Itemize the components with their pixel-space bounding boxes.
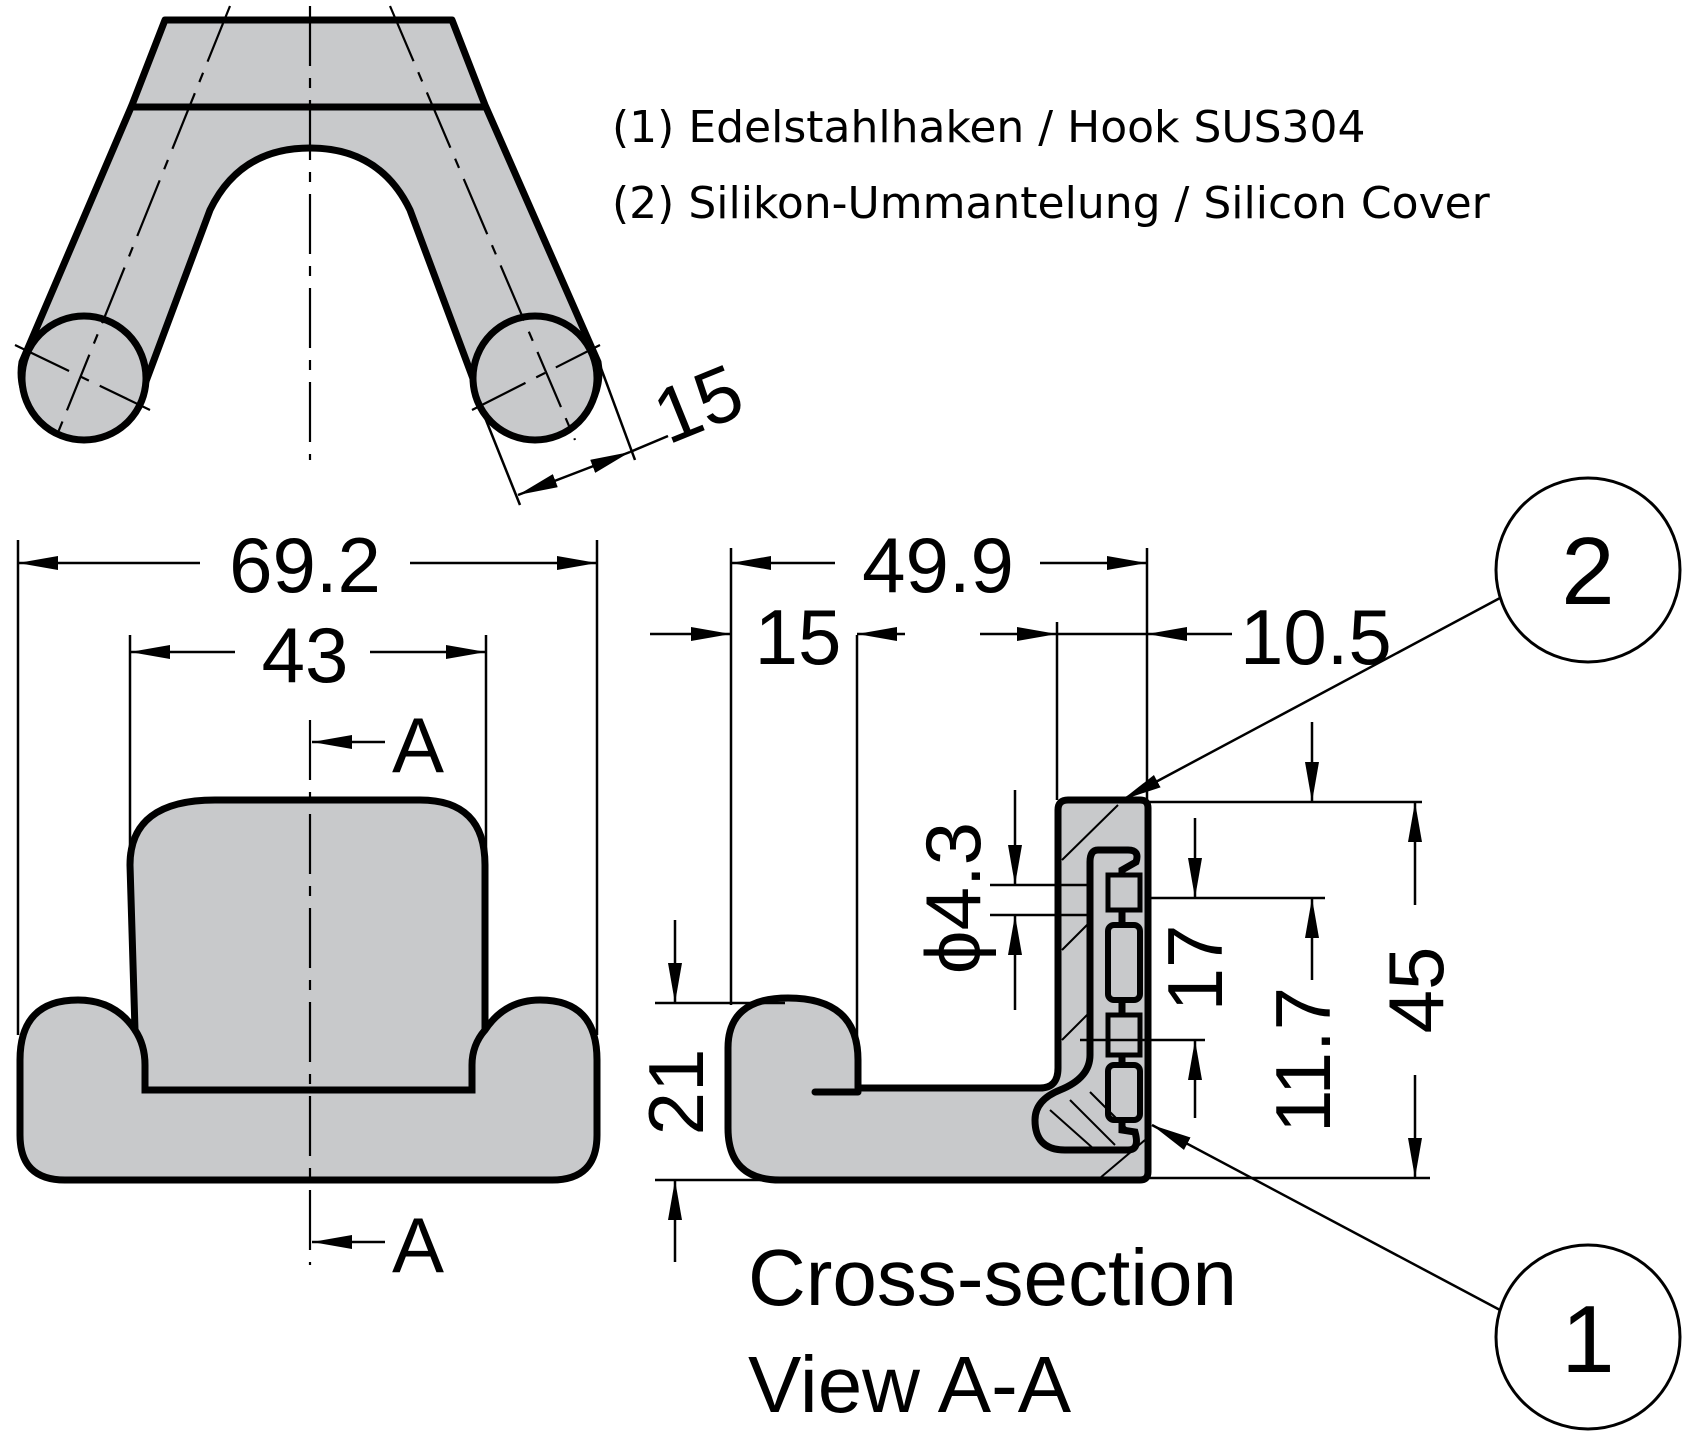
- hole-spacing-label: 17: [1151, 925, 1239, 1012]
- wall-thickness-label: 10.5: [1240, 593, 1392, 681]
- balloon-2: 2: [1121, 476, 1682, 802]
- legend-item-silicon-cover: (2) Silikon-Ummantelung / Silicon Cover: [612, 178, 1491, 229]
- legend-item-hook: (1) Edelstahlhaken / Hook SUS304: [612, 102, 1366, 153]
- insert-pocket-bottom: [1105, 1062, 1143, 1123]
- section-marker-bottom: A: [392, 1201, 444, 1289]
- upper-width-label: 43: [262, 611, 349, 699]
- balloon-2-leader: [1121, 596, 1501, 802]
- rod-dim-leader: [629, 434, 669, 454]
- left-rod-crossline: [14, 344, 151, 411]
- rod-dim-line: [517, 450, 631, 497]
- right-rod-axis: [388, 5, 577, 441]
- section-hatching: [1049, 804, 1146, 1179]
- left-rod-axis: [53, 5, 232, 441]
- balloon-1: 1: [1151, 1123, 1682, 1431]
- rod-diameter-label: 15: [641, 347, 754, 461]
- overall-height-label: 45: [1372, 947, 1460, 1034]
- front-view-body: [16, 796, 601, 1184]
- section-caption-line1: Cross-section: [748, 1233, 1237, 1322]
- front-view-inner-step: [132, 1027, 488, 1094]
- balloon-1-number: 1: [1561, 1286, 1614, 1393]
- rod-dim-ext-left: [476, 399, 522, 506]
- insert-pocket-middle: [1105, 922, 1143, 1003]
- section-caption-line2: View A-A: [748, 1340, 1072, 1429]
- hook-depth-label: 15: [755, 593, 842, 681]
- overall-depth-label: 49.9: [862, 521, 1014, 609]
- balloon-1-leader: [1151, 1123, 1501, 1312]
- section-view: 49.9 15 10.5 ϕ4.3 17 11.7 45: [632, 521, 1460, 1429]
- right-rod-crossline: [471, 344, 601, 411]
- balloon-2-number: 2: [1561, 518, 1614, 625]
- right-rod-end: [469, 312, 601, 444]
- hole-diameter-label: ϕ4.3: [909, 822, 997, 974]
- section-marker-top: A: [392, 701, 444, 789]
- hook-height-label: 21: [632, 1049, 720, 1136]
- section-view-body: [724, 796, 1152, 1184]
- balloon-1-circle: [1494, 1243, 1682, 1431]
- balloon-2-circle: [1494, 476, 1682, 664]
- legend: (1) Edelstahlhaken / Hook SUS304 (2) Sil…: [612, 102, 1491, 229]
- insert-pocket-upper: [1105, 872, 1143, 913]
- insert-pocket-lower: [1105, 1012, 1143, 1058]
- top-view: 15: [14, 5, 755, 506]
- front-view: 69.2 43 A A: [16, 521, 601, 1289]
- hole-offset-label: 11.7: [1259, 987, 1347, 1133]
- overall-width-label: 69.2: [229, 521, 381, 609]
- rod-dim-ext-right: [596, 359, 637, 461]
